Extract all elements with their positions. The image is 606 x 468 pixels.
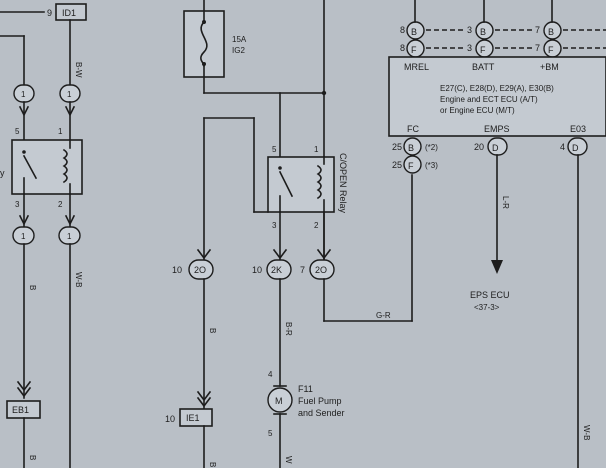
- svg-text:25: 25: [392, 142, 402, 152]
- svg-text:20: 20: [474, 142, 484, 152]
- svg-text:25: 25: [392, 160, 402, 170]
- svg-text:F: F: [411, 45, 417, 55]
- svg-text:3: 3: [272, 221, 277, 230]
- ecu-fc-connectors: 25 B (*2) 25 F (*3): [392, 137, 438, 174]
- ie1-connector: 10 IE1: [165, 408, 213, 427]
- ecu-title-3: or Engine ECU (M/T): [440, 106, 515, 115]
- svg-text:F: F: [408, 161, 414, 171]
- svg-text:B: B: [480, 27, 486, 37]
- svg-text:5: 5: [268, 429, 273, 438]
- svg-text:B: B: [548, 27, 554, 37]
- svg-text:5: 5: [15, 127, 20, 136]
- ecu-title-1: E27(C), E28(D), E29(A), E30(B): [440, 84, 554, 93]
- id1-connector: 9 ID1: [0, 3, 87, 21]
- svg-text:B: B: [408, 143, 414, 153]
- eps-ecu-ref: <37-3>: [474, 303, 500, 312]
- svg-text:3: 3: [467, 43, 472, 53]
- svg-text:(*2): (*2): [425, 143, 438, 152]
- svg-text:10: 10: [252, 265, 262, 275]
- svg-text:2: 2: [314, 221, 319, 230]
- svg-text:7: 7: [535, 43, 540, 53]
- fuse-name: IG2: [232, 46, 245, 55]
- svg-text:10: 10: [165, 414, 175, 424]
- svg-text:7: 7: [535, 25, 540, 35]
- svg-text:8: 8: [400, 43, 405, 53]
- ecu-emps-connector: 20 D: [474, 137, 508, 156]
- id1-pin-number: 9: [47, 8, 52, 18]
- svg-text:2O: 2O: [194, 265, 206, 275]
- id1-label: ID1: [62, 8, 76, 18]
- ecu-terminal-batt: BATT: [472, 62, 495, 72]
- svg-text:F: F: [480, 45, 486, 55]
- ecu-terminal-fc: FC: [407, 124, 419, 134]
- ecu-terminal-bm: +BM: [540, 62, 559, 72]
- wire-label-wb-right: W-B: [582, 425, 591, 440]
- svg-text:(*3): (*3): [425, 161, 438, 170]
- left-connector-1d: 1: [58, 226, 81, 245]
- relay-name: C/OPEN Relay: [338, 153, 348, 214]
- left-relay: 5 1 3 2 y: [0, 127, 83, 209]
- fuse-rating: 15A: [232, 35, 247, 44]
- wire-label-b-left-bottom: B: [28, 455, 37, 460]
- wire-label-bw: B-W: [74, 62, 83, 78]
- svg-text:3: 3: [15, 200, 20, 209]
- ecu-box: MREL BATT +BM E27(C), E28(D), E29(A), E3…: [388, 56, 606, 137]
- wire-label-b-left: B: [28, 285, 37, 290]
- ecu-e03-connector: 4 D: [560, 137, 588, 156]
- svg-text:B: B: [411, 27, 417, 37]
- wire-label-gr: G-R: [376, 311, 391, 320]
- svg-text:F: F: [548, 45, 554, 55]
- svg-text:8: 8: [400, 25, 405, 35]
- id1-box: [55, 3, 87, 21]
- svg-text:D: D: [572, 143, 579, 153]
- fuel-pump-id: F11: [298, 384, 313, 394]
- ecu-top-connectors: 8 B 3 B 7 B 8 F 3 F 7 F: [400, 0, 606, 58]
- fuel-pump-line2: and Sender: [298, 408, 345, 418]
- svg-text:7: 7: [300, 265, 305, 275]
- ecu-terminal-emps: EMPS: [484, 124, 510, 134]
- svg-text:4: 4: [268, 370, 273, 379]
- svg-text:10: 10: [172, 265, 182, 275]
- eb1-label: EB1: [12, 405, 29, 415]
- svg-text:1: 1: [314, 145, 319, 154]
- wire-label-b-mid: B: [208, 328, 217, 333]
- svg-text:4: 4: [560, 142, 565, 152]
- svg-text:D: D: [492, 143, 499, 153]
- connector-2k: 10 2K: [252, 259, 292, 280]
- svg-text:1: 1: [58, 127, 63, 136]
- wire-label-br: B-R: [284, 322, 293, 336]
- ie1-label: IE1: [186, 413, 200, 423]
- left-connector-1a: 1: [13, 84, 35, 103]
- eps-ecu-name: EPS ECU: [470, 290, 510, 300]
- svg-text:2O: 2O: [315, 265, 327, 275]
- copen-relay: 5 1 3 2 C/OPEN Relay: [267, 145, 348, 230]
- left-connector-1c: 1: [12, 226, 35, 245]
- connector-2o-right: 7 2O: [300, 259, 335, 280]
- ecu-terminal-mrel: MREL: [404, 62, 429, 72]
- motor-symbol: M: [275, 396, 283, 406]
- fuse-ig2: 15A IG2: [183, 0, 247, 94]
- svg-text:1: 1: [21, 232, 26, 241]
- fuel-pump-line1: Fuel Pump: [298, 396, 342, 406]
- svg-text:3: 3: [467, 25, 472, 35]
- svg-text:2: 2: [58, 200, 63, 209]
- wire-label-w-bottom: W: [284, 456, 293, 464]
- connector-2o-left: 10 2O: [172, 259, 214, 280]
- fuel-pump: 4 M 5 F11 Fuel Pump and Sender: [267, 370, 345, 438]
- svg-text:1: 1: [67, 232, 72, 241]
- wire-label-lr: L-R: [501, 196, 510, 209]
- eb1-connector: EB1: [6, 400, 41, 419]
- wire-label-wb-left: W-B: [74, 272, 83, 287]
- ecu-title-2: Engine and ECT ECU (A/T): [440, 95, 538, 104]
- svg-text:5: 5: [272, 145, 277, 154]
- svg-text:1: 1: [67, 90, 72, 99]
- ecu-terminal-e03: E03: [570, 124, 586, 134]
- svg-text:1: 1: [21, 90, 26, 99]
- left-connector-1b: 1: [59, 84, 81, 103]
- svg-text:y: y: [0, 168, 5, 178]
- svg-text:2K: 2K: [271, 265, 282, 275]
- svg-text:B: B: [208, 462, 217, 467]
